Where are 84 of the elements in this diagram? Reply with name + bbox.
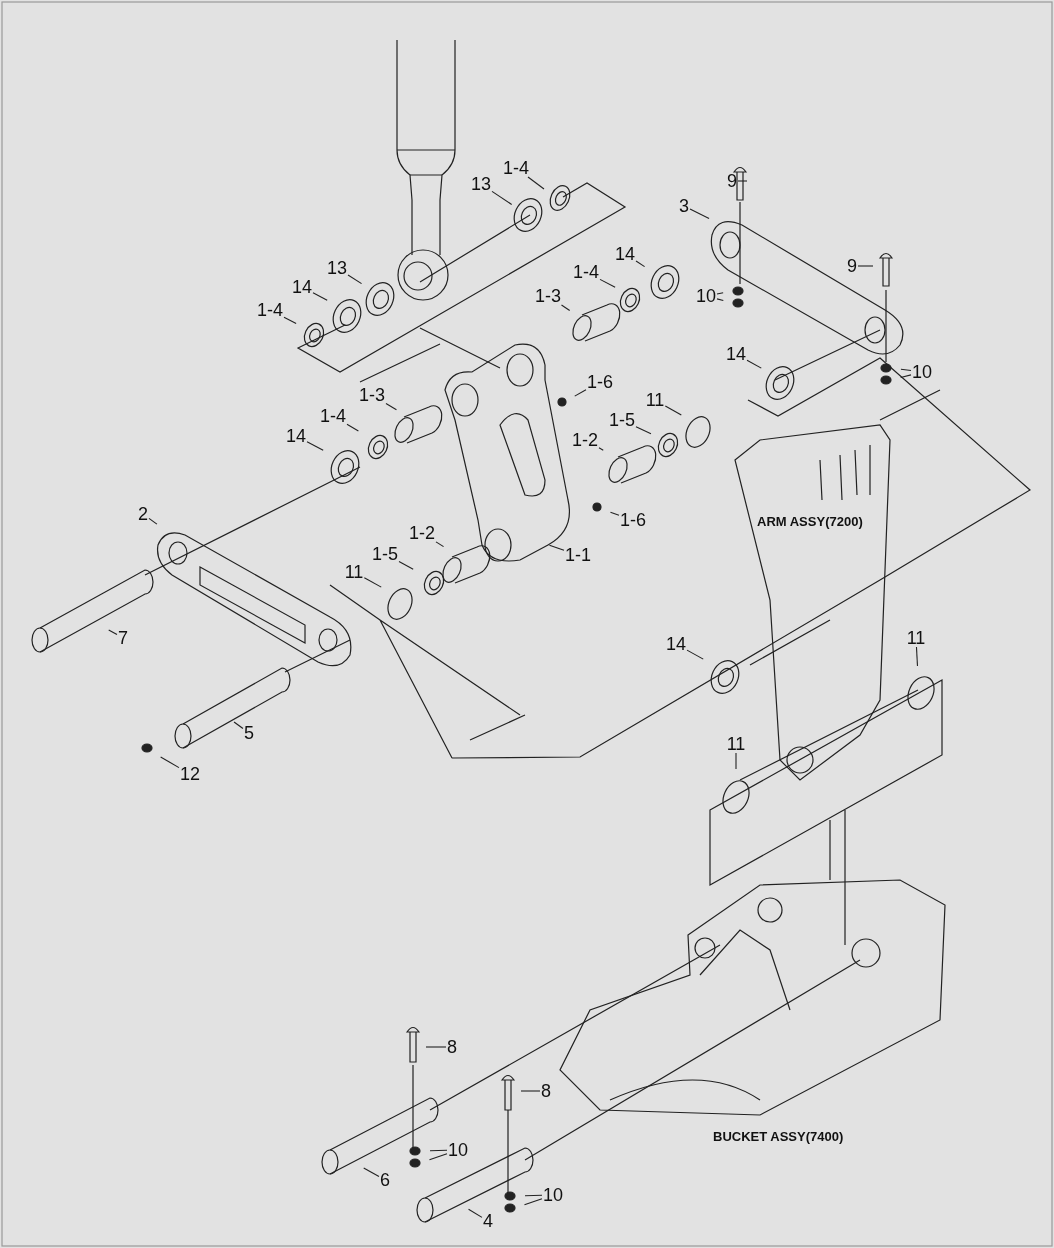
callout-number: 1-6 <box>586 373 614 391</box>
callout-number: 5 <box>243 724 255 742</box>
leader-line <box>429 1149 448 1152</box>
leader-line <box>686 649 704 660</box>
callout-number: 14 <box>285 427 307 445</box>
callout-number: 11 <box>343 563 365 581</box>
callout-number: 4 <box>482 1212 494 1230</box>
leader-line <box>857 265 874 267</box>
leader-line <box>435 541 445 548</box>
callout-number: 1-2 <box>408 524 436 542</box>
callout-number: 8 <box>446 1038 458 1056</box>
callout-number: 9 <box>846 257 858 275</box>
leader-line <box>635 260 646 268</box>
callout-number: 1-5 <box>608 411 636 429</box>
callout-number: 1-5 <box>371 545 399 563</box>
callout-number: 1-4 <box>319 407 347 425</box>
assembly-label: ARM ASSY(7200) <box>757 514 863 529</box>
leader-line <box>524 1194 543 1197</box>
leader-line <box>160 756 180 769</box>
leader-line <box>560 304 571 311</box>
callout-number: 14 <box>291 278 313 296</box>
leader-line <box>635 426 652 435</box>
leader-line <box>609 511 620 516</box>
leader-line <box>398 561 414 570</box>
leader-line <box>283 316 297 324</box>
leader-line <box>574 389 587 397</box>
callout-number: 12 <box>179 765 201 783</box>
callout-number: 10 <box>695 287 717 305</box>
leader-line <box>312 292 328 301</box>
callout-number: 14 <box>614 245 636 263</box>
leader-line <box>737 180 748 182</box>
callout-number: 8 <box>540 1082 552 1100</box>
callout-number: 7 <box>117 629 129 647</box>
leader-line <box>900 374 912 379</box>
callout-number: 9 <box>726 172 738 190</box>
leader-line <box>523 1198 543 1206</box>
leader-line <box>491 190 513 205</box>
leader-line <box>347 274 363 285</box>
leader-line <box>716 292 724 295</box>
leader-line <box>598 447 604 451</box>
leader-line <box>664 405 682 416</box>
callout-number: 11 <box>725 735 747 753</box>
leader-line <box>363 577 382 588</box>
leader-line <box>428 1153 448 1161</box>
leader-line <box>735 752 737 770</box>
callout-number: 1-4 <box>256 301 284 319</box>
callout-number: 14 <box>665 635 687 653</box>
callout-number: 10 <box>542 1186 564 1204</box>
leader-line <box>306 441 324 451</box>
leader-line <box>363 1167 380 1178</box>
leader-line <box>689 208 710 220</box>
leader-line <box>527 176 545 190</box>
assembly-label: BUCKET ASSY(7400) <box>713 1129 844 1144</box>
leader-line <box>716 298 724 302</box>
leader-line <box>548 544 565 551</box>
callout-number: 2 <box>137 505 149 523</box>
callout-number: 1-4 <box>572 263 600 281</box>
leader-line <box>746 359 762 369</box>
callout-number: 3 <box>678 197 690 215</box>
leader-line <box>915 646 918 667</box>
callout-number: 1-3 <box>534 287 562 305</box>
leader-line <box>900 368 912 372</box>
leader-line <box>468 1208 483 1218</box>
callout-number: 1-4 <box>502 159 530 177</box>
leader-line <box>148 517 158 525</box>
leader-line <box>385 402 397 411</box>
callout-number: 1-1 <box>564 546 592 564</box>
callout-number: 1-3 <box>358 386 386 404</box>
callout-number: 1-6 <box>619 511 647 529</box>
callout-number: 11 <box>905 629 927 647</box>
callout-number: 14 <box>725 345 747 363</box>
leader-line <box>108 629 118 636</box>
callout-number: 13 <box>326 259 348 277</box>
leader-line <box>425 1046 447 1048</box>
leader-line <box>233 721 244 730</box>
callout-number: 10 <box>911 363 933 381</box>
callout-number: 11 <box>644 391 666 409</box>
leader-line <box>346 423 359 432</box>
callout-number: 1-2 <box>571 431 599 449</box>
callout-number: 13 <box>470 175 492 193</box>
leader-line <box>599 278 616 288</box>
callout-number: 10 <box>447 1141 469 1159</box>
callout-number: 6 <box>379 1171 391 1189</box>
leader-line <box>520 1090 541 1092</box>
